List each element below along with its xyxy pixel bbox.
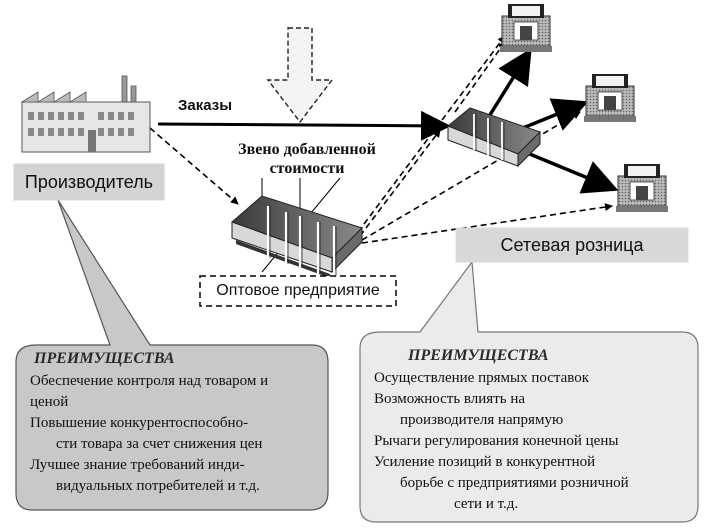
store-icon [616, 164, 668, 212]
retail-label-box [455, 227, 689, 263]
list-item-line: Усиление позиций в конкурентной [374, 454, 596, 470]
list-item-line: Осуществление прямых поставок [374, 370, 590, 386]
list-item-line: сти товара за счет снижения цен [56, 436, 263, 452]
list-item-line: видуальных потребителей и т.д. [56, 478, 260, 494]
list-item-line: ценой [30, 394, 69, 410]
retail-label: Сетевая розница [500, 234, 644, 255]
retail-hub-warehouse-icon [447, 107, 541, 168]
value-link-line-1: Звено добавленной [238, 141, 376, 158]
warehouse-icon [231, 195, 363, 278]
producer-label: Производитель [24, 171, 154, 192]
orders-arrow [157, 110, 451, 141]
arrow-to-store-3 [519, 148, 619, 194]
list-item: Повышение конкурентоспособно- сти товара… [30, 413, 322, 455]
value-link-line-2: стоимости [269, 160, 345, 177]
right-callout-bubble [359, 260, 699, 523]
list-item-line: Повышение конкурентоспособно- [30, 415, 249, 431]
list-item: Осуществление прямых поставок [374, 368, 694, 389]
left-callout-text: ПРЕИМУЩЕСТВА Обеспечение контроля над то… [30, 348, 322, 497]
store-icon [584, 74, 636, 122]
list-item: Лучшее знание требований инди- видуальны… [30, 455, 322, 497]
value-link-label: Звено добавленной стоимости [222, 140, 392, 178]
producer-label-box [13, 163, 165, 201]
orders-label: Заказы [178, 96, 233, 114]
list-item-line: сети и т.д. [454, 496, 519, 512]
list-item-line: Рычаги регулирования конечной цены [374, 433, 619, 449]
arrow-to-store-1 [486, 48, 532, 119]
store-icon [500, 4, 552, 52]
right-callout-title: ПРЕИМУЩЕСТВА [408, 347, 549, 364]
list-item: Усиление позиций в конкурентной борьбе с… [374, 452, 694, 515]
down-arrow-icon [266, 27, 334, 124]
arrow-to-store-2 [517, 98, 589, 132]
wholesale-label: Оптовое предприятие [216, 282, 380, 299]
factory-icon [20, 75, 151, 153]
wholesale-label-box [199, 275, 397, 307]
left-callout-title: ПРЕИМУЩЕСТВА [34, 350, 175, 367]
list-item-line: Лучшее знание требований инди- [30, 457, 245, 473]
list-item-line: Возможность влиять на [374, 391, 526, 407]
list-item: Возможность влиять на производителя напр… [374, 389, 694, 431]
right-callout-text: ПРЕИМУЩЕСТВА Осуществление прямых постав… [374, 345, 694, 515]
list-item: Обеспечение контроля над товаром и ценой [30, 371, 322, 413]
list-item-line: борьбе с предприятиями розничной [400, 475, 629, 491]
list-item: Рычаги регулирования конечной цены [374, 431, 694, 452]
list-item-line: Обеспечение контроля над товаром и [30, 373, 269, 389]
list-item-line: производителя напрямую [400, 412, 564, 428]
left-callout-bubble [15, 199, 329, 511]
